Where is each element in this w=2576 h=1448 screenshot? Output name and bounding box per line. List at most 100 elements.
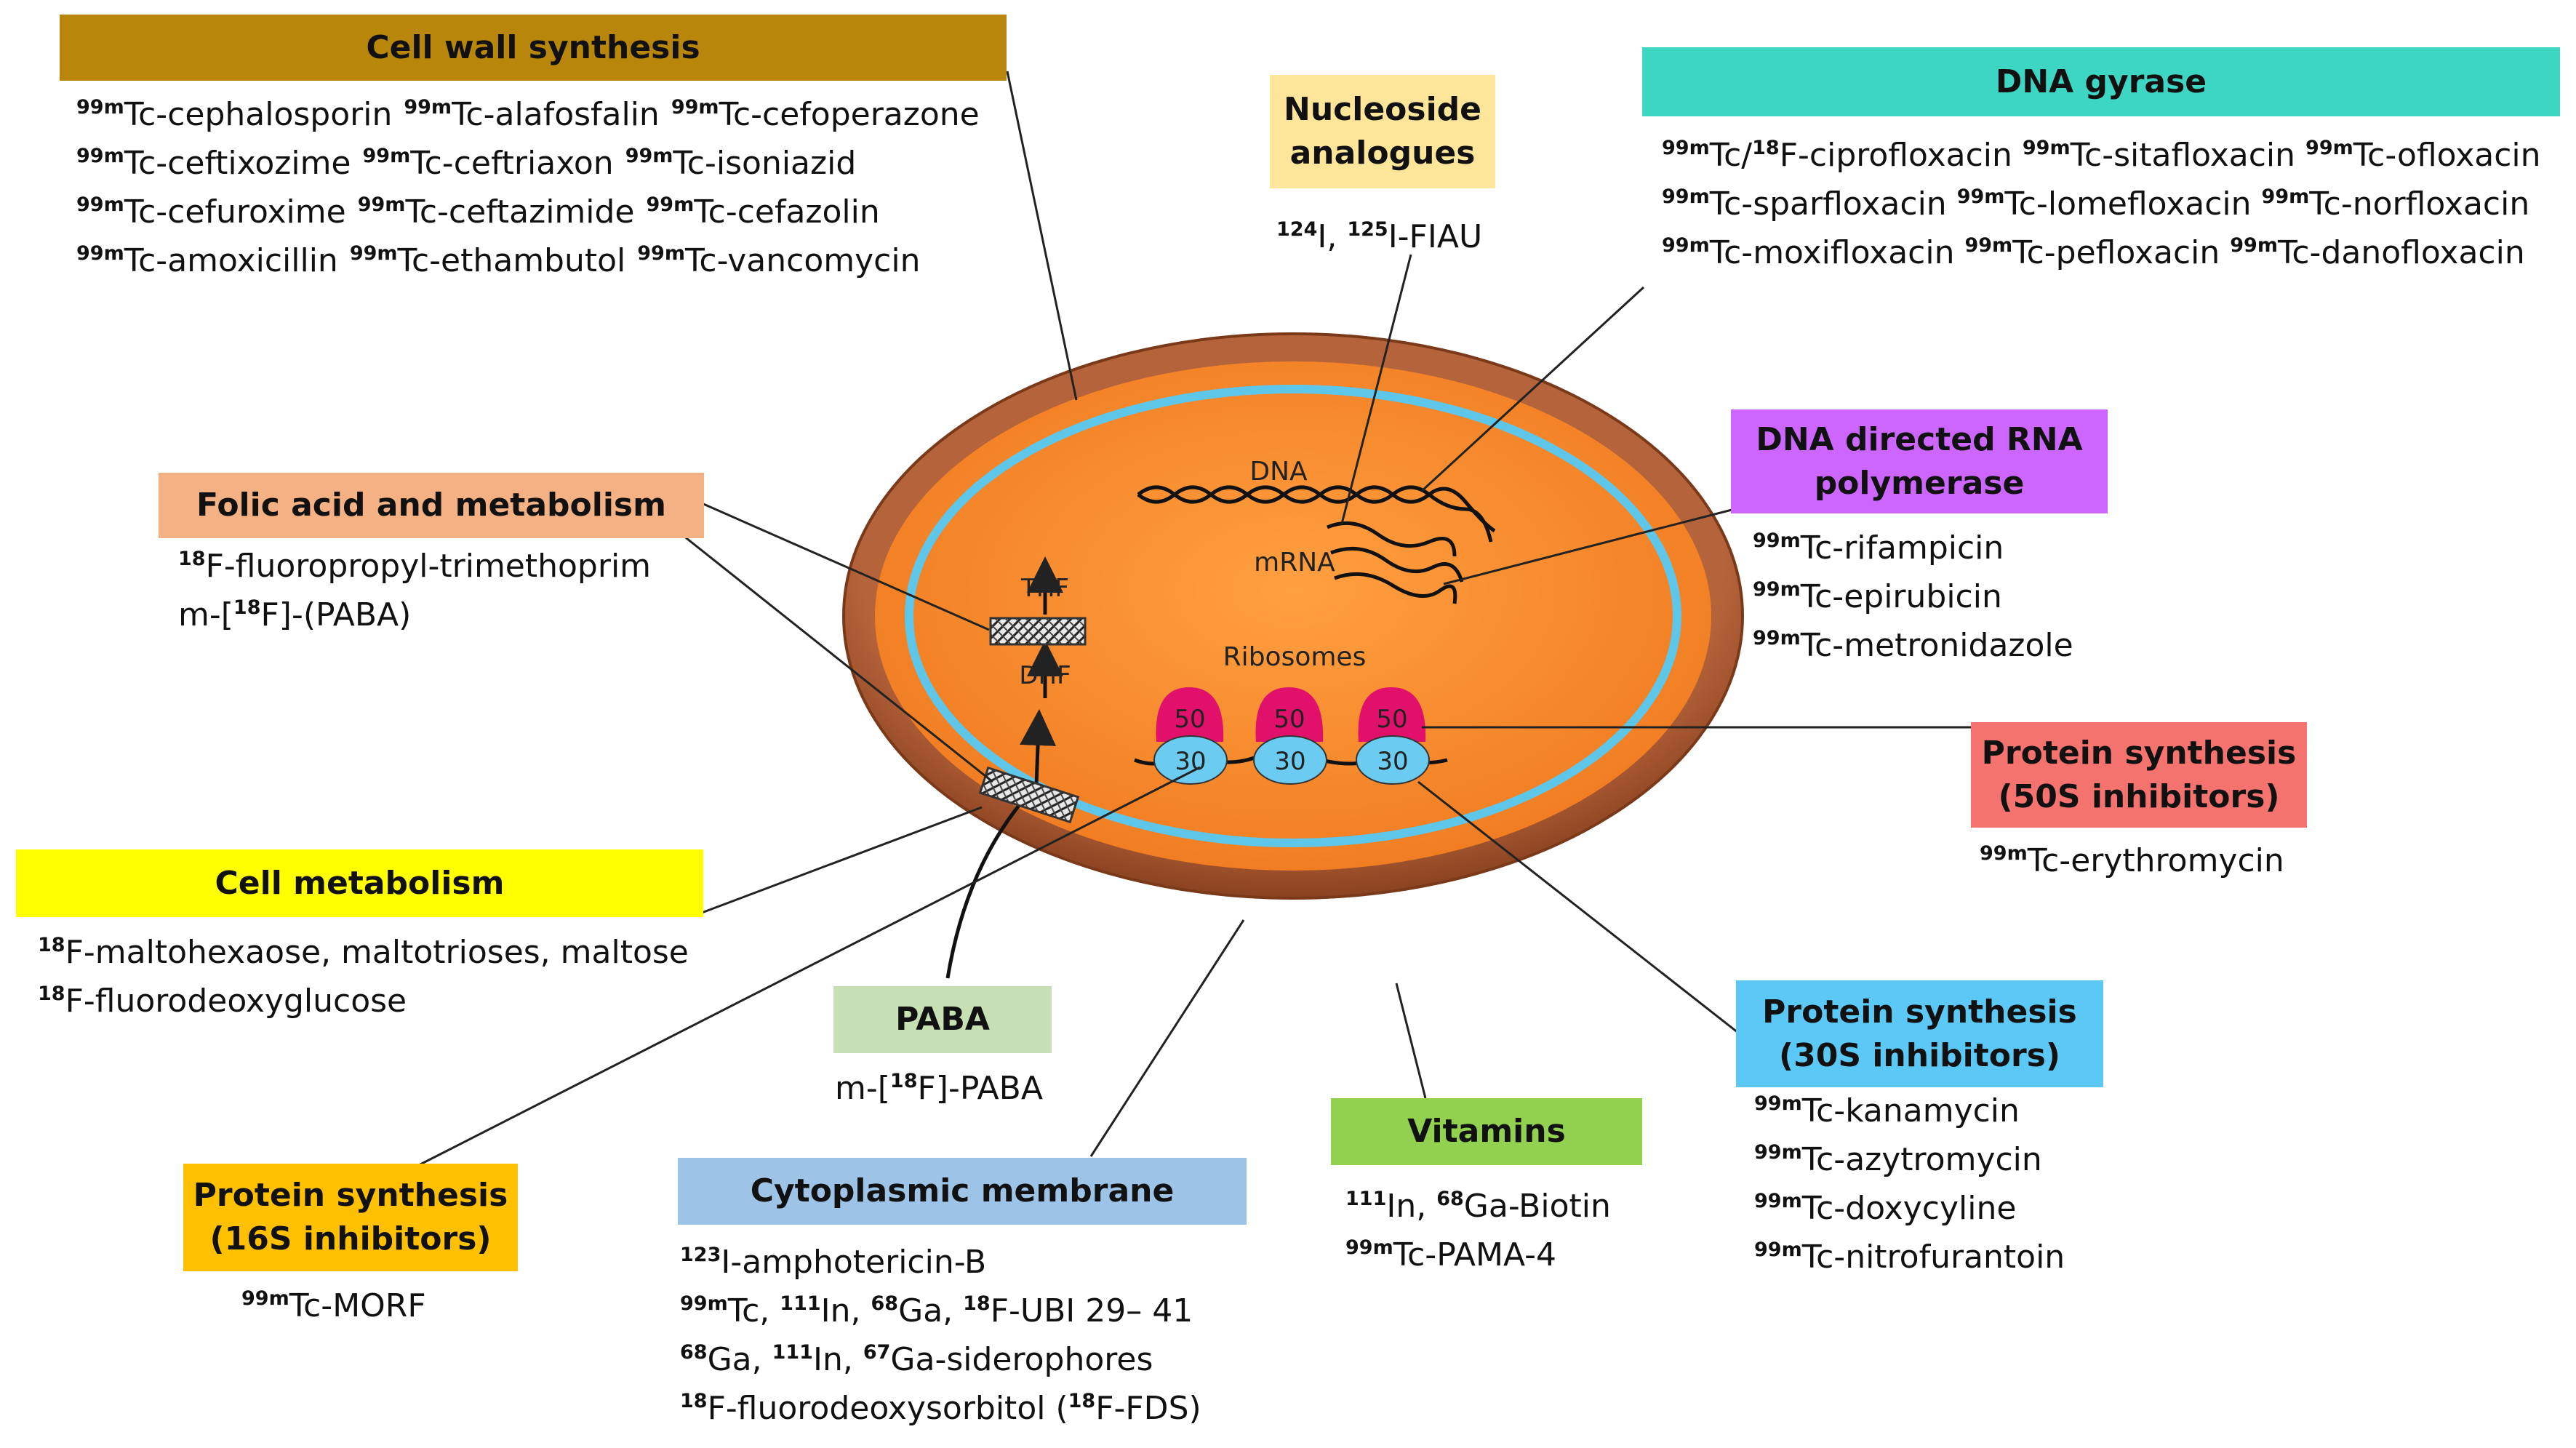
protein-synthesis-30s-title: Protein synthesis (30S inhibitors) xyxy=(1762,993,2077,1074)
list-item: 99mTc-kanamycin xyxy=(1754,1087,2076,1135)
list-item: 123I-amphotericin-B xyxy=(680,1238,1213,1287)
dna-directed-rna-polymerase-list: 99mTc-rifampicin 99mTc-epirubicin 99mTc-me… xyxy=(1753,524,2085,670)
list-item: 99mTc-MORF xyxy=(241,1281,438,1330)
cell-wall-synthesis-title: Cell wall synthesis xyxy=(366,28,700,66)
list-item: 18F-fluoropropyl-trimethoprim xyxy=(178,542,663,591)
tracer-name: m-[18F]-(PABA) xyxy=(178,596,412,633)
tracer-name: 99mTc-ceftriaxon xyxy=(362,144,614,182)
tracer-name: 68Ga, 111In, 67Ga-siderophores xyxy=(680,1340,1153,1378)
dna-strand xyxy=(1137,485,1496,543)
mrna-label: mRNA xyxy=(1254,548,1335,577)
cell-metabolism-title: Cell metabolism xyxy=(215,864,505,902)
tracer-name: 99mTc-sparfloxacin xyxy=(1662,185,1947,223)
paba-title: PABA xyxy=(895,1001,990,1039)
dna-directed-rna-polymerase-title: DNA directed RNA polymerase xyxy=(1756,420,2083,502)
cytoplasmic-membrane-title: Cytoplasmic membrane xyxy=(750,1172,1175,1210)
tracer-name: 18F-fluorodeoxysorbitol (18F-FDS) xyxy=(680,1389,1201,1427)
list-item: 124I, 125I-FIAU xyxy=(1276,212,1494,261)
vitamins-title: Vitamins xyxy=(1407,1113,1566,1151)
tracer-name: 99mTc-erythromycin xyxy=(1980,841,2284,879)
tracer-name: 99mTc-moxifloxacin xyxy=(1662,233,1955,271)
protein-synthesis-50s-title: Protein synthesis (50S inhibitors) xyxy=(1981,734,2297,815)
svg-text:30: 30 xyxy=(1274,747,1305,776)
list-item: 99mTc-azytromycin xyxy=(1754,1135,2076,1184)
tracer-name: 99mTc-vancomycin xyxy=(637,241,921,279)
cytoplasmic-membrane-box: Cytoplasmic membrane xyxy=(678,1158,1247,1225)
cell-metabolism-box: Cell metabolism xyxy=(16,849,703,917)
protein-synthesis-16s-title: Protein synthesis (16S inhibitors) xyxy=(193,1177,508,1257)
svg-text:30: 30 xyxy=(1377,747,1408,776)
protein-synthesis-50s-list: 99mTc-erythromycin xyxy=(1980,836,2296,885)
tracer-name: 99mTc-PAMA-4 xyxy=(1345,1236,1556,1273)
tracer-name: 124I, 125I-FIAU xyxy=(1276,217,1483,255)
tracer-name: 111In, 68Ga-Biotin xyxy=(1345,1187,1611,1225)
list-item: 99mTc, 111In, 68Ga, 18F-UBI 29– 41 xyxy=(680,1287,1213,1335)
cytoplasmic-membrane-list: 123I-amphotericin-B 99mTc, 111In, 68Ga, 1… xyxy=(680,1238,1213,1433)
list-item: 111In, 68Ga-Biotin xyxy=(1345,1182,1623,1231)
tracer-name: 99mTc, 111In, 68Ga, 18F-UBI 29– 41 xyxy=(680,1292,1193,1329)
list-item: 99mTc-PAMA-4 xyxy=(1345,1231,1623,1279)
tracer-name: 123I-amphotericin-B xyxy=(680,1243,987,1281)
tracer-name: 99mTc-ceftazimide xyxy=(357,193,635,231)
tracer-name: 99mTc-ceftixozime xyxy=(76,144,351,182)
tracer-name: 99mTc-cefuroxime xyxy=(76,193,346,231)
cell-wall-synthesis-box: Cell wall synthesis xyxy=(60,15,1007,81)
tracer-name: 99mTc-danofloxacin xyxy=(2230,233,2525,271)
folate-enzyme-block-upper xyxy=(989,617,1087,646)
tracer-name: 99mTc-doxycyline xyxy=(1754,1189,2017,1227)
tracer-name: 99mTc-rifampicin xyxy=(1753,529,2004,567)
tracer-name: 99mTc-kanamycin xyxy=(1754,1092,2020,1129)
svg-text:50: 50 xyxy=(1174,705,1205,734)
folic-acid-box: Folic acid and metabolism xyxy=(159,473,704,538)
tracer-name: 99mTc-norfloxacin xyxy=(2261,185,2530,223)
tracer-name: 18F-fluorodeoxyglucose xyxy=(38,982,407,1020)
tracer-name: 99mTc-ofloxacin xyxy=(2305,136,2541,174)
tracer-name: 99mTc-amoxicillin xyxy=(76,241,338,279)
tracer-name: 99mTc-metronidazole xyxy=(1753,626,2073,664)
vitamins-list: 111In, 68Ga-Biotin 99mTc-PAMA-4 xyxy=(1345,1182,1623,1279)
tracer-name: 99mTc-sitafloxacin xyxy=(2022,136,2296,174)
tracer-name: 99mTc-MORF xyxy=(241,1287,426,1324)
list-item: 99mTc-rifampicin xyxy=(1753,524,2085,572)
list-item: 99mTc-epirubicin xyxy=(1753,572,2085,621)
nucleoside-analogues-box: Nucleoside analogues xyxy=(1270,75,1495,188)
tracer-name: 99mTc-cefoperazone xyxy=(671,95,980,133)
protein-synthesis-50s-box: Protein synthesis (50S inhibitors) xyxy=(1971,722,2307,828)
folic-acid-title: Folic acid and metabolism xyxy=(196,487,666,524)
tracer-name: 99mTc/18F-ciprofloxacin xyxy=(1662,136,2012,174)
list-item: 18F-fluorodeoxyglucose xyxy=(38,977,700,1025)
cytoplasm xyxy=(875,361,1711,871)
tracer-name: 99mTc-azytromycin xyxy=(1754,1140,2042,1178)
tracer-name: 18F-maltohexaose, maltotrioses, maltose xyxy=(38,933,689,971)
leader-lines xyxy=(414,71,1971,1169)
folate-enzyme-block-lower xyxy=(978,766,1080,824)
cell-metabolism-list: 18F-maltohexaose, maltotrioses, maltose 1… xyxy=(38,928,700,1025)
ribosome-3: 50 30 xyxy=(1356,687,1430,785)
tracer-name: 99mTc-ethambutol xyxy=(349,241,626,279)
nucleoside-analogues-title: Nucleoside analogues xyxy=(1284,91,1481,172)
vitamins-box: Vitamins xyxy=(1331,1098,1642,1165)
paba-list: m-[18F]-PABA xyxy=(835,1064,1055,1113)
svg-text:50: 50 xyxy=(1376,705,1407,734)
list-item: 18F-maltohexaose, maltotrioses, maltose xyxy=(38,928,700,977)
protein-synthesis-16s-list: 99mTc-MORF xyxy=(241,1281,438,1330)
tracer-name: 99mTc-isoniazid xyxy=(625,144,857,182)
list-item: 99mTc-erythromycin xyxy=(1980,836,2296,885)
list-item: 99mTc-amoxicillin 99mTc-ethambutol 99mTc-v… xyxy=(76,236,991,285)
dna-gyrase-box: DNA gyrase xyxy=(1642,47,2560,116)
cytoplasmic-membrane xyxy=(905,385,1681,847)
paba-box: PABA xyxy=(833,986,1052,1053)
dna-label: DNA xyxy=(1249,457,1308,487)
svg-text:50: 50 xyxy=(1273,705,1305,734)
tracer-name: 99mTc-epirubicin xyxy=(1753,577,2002,615)
list-item: 99mTc-doxycyline xyxy=(1754,1184,2076,1233)
tracer-name: 99mTc-pefloxacin xyxy=(1964,233,2220,271)
list-item: 99mTc-ceftixozime 99mTc-ceftriaxon 99mTc-i… xyxy=(76,139,991,188)
protein-synthesis-30s-box: Protein synthesis (30S inhibitors) xyxy=(1736,980,2103,1087)
